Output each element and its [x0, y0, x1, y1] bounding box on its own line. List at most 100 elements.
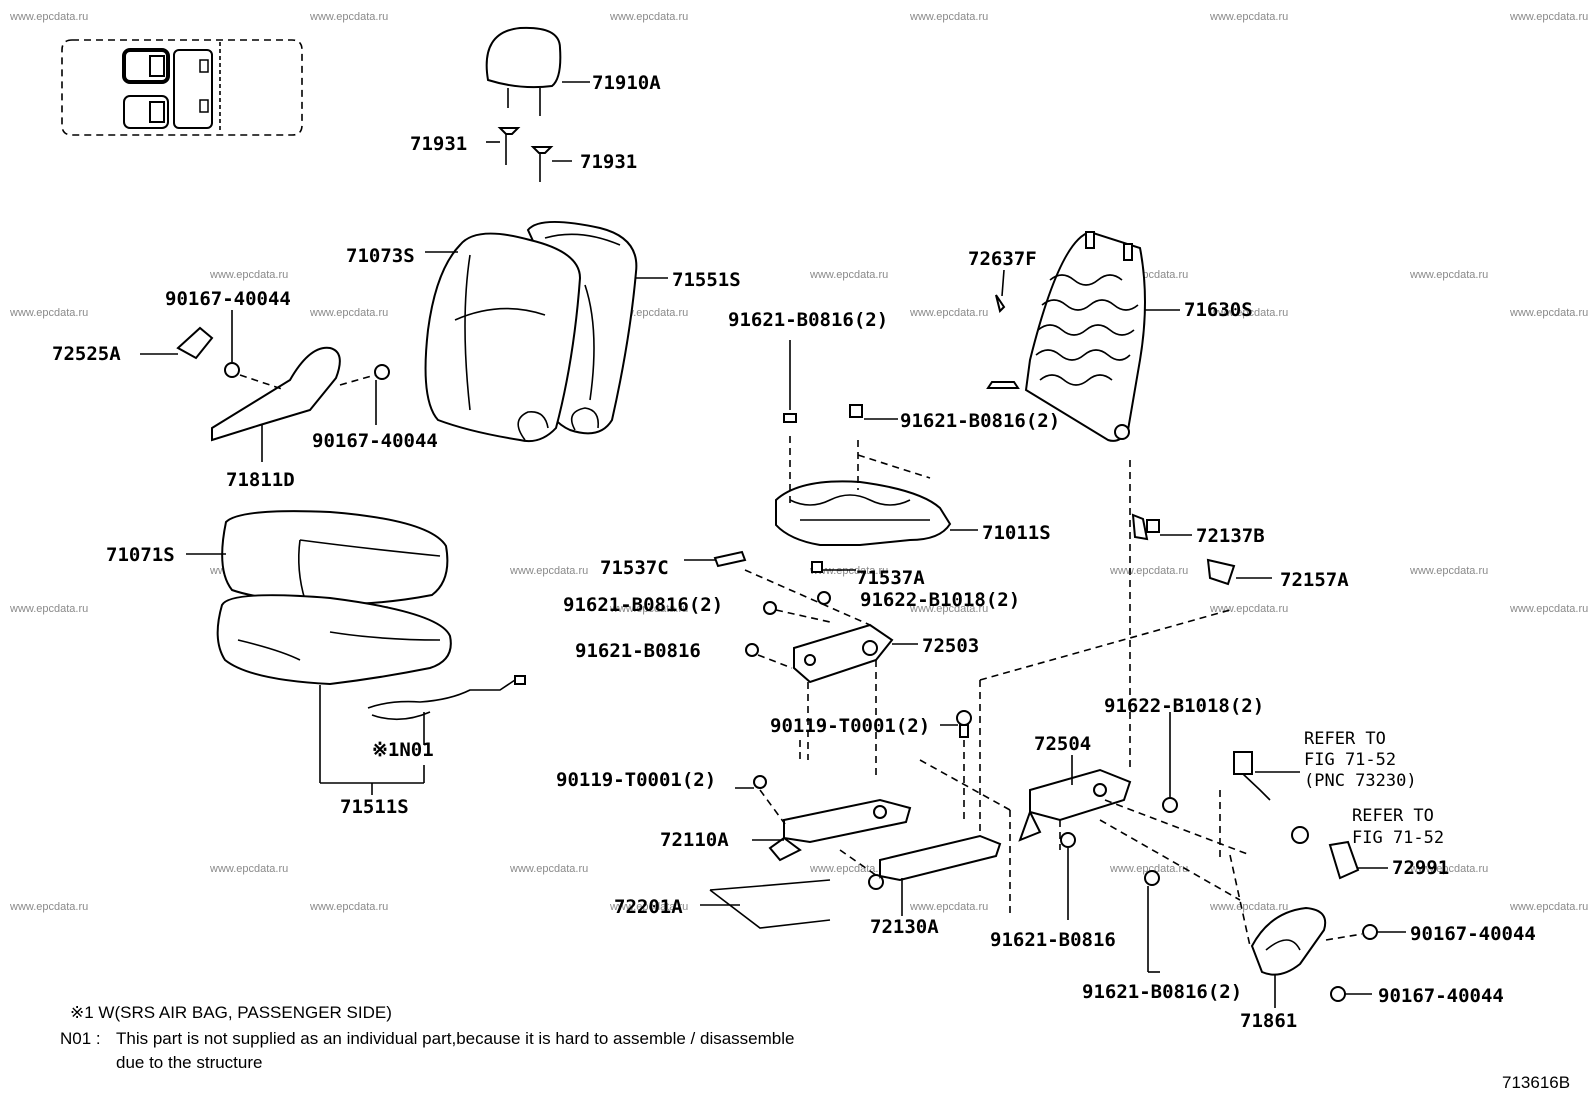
part-label: 91621-B0816(2): [900, 410, 1060, 432]
watermark: www.epcdata.ru: [9, 11, 88, 23]
wire-72201A: [700, 879, 831, 929]
watermark: www.epcdata.ru: [1109, 565, 1188, 577]
part-label: 71537A: [856, 567, 925, 589]
watermark: www.epcdata.ru: [209, 269, 288, 281]
part-label: 72991: [1392, 857, 1449, 879]
watermark: www.epcdata.ru: [809, 269, 888, 281]
part-label: ※1N01: [372, 739, 434, 761]
watermark: www.epcdata.ru: [309, 901, 388, 913]
airbag-harness: [367, 675, 526, 745]
watermark: www.epcdata.ru: [1209, 901, 1288, 913]
part-label: 90167-40044: [1410, 923, 1536, 945]
part-label: 91621-B0816: [575, 640, 701, 662]
watermark: www.epcdata.ru: [1409, 269, 1488, 281]
seatbelt-buckle: [1219, 751, 1388, 880]
footnote-n01-line1: This part is not supplied as an individu…: [116, 1029, 794, 1048]
part-label: 71551S: [672, 269, 741, 291]
watermark: www.epcdata.ru: [909, 901, 988, 913]
watermark: www.epcdata.ru: [509, 565, 588, 577]
part-label: 72637F: [968, 248, 1037, 270]
footnote-n01-key: N01 :: [60, 1029, 101, 1048]
part-label: 72503: [922, 635, 979, 657]
refer-text: FIG 71-52: [1352, 828, 1444, 848]
figure-code: 713616B: [1502, 1073, 1570, 1092]
part-label: 91621-B0816(2): [1082, 981, 1242, 1003]
watermark: www.epcdata.ru: [909, 603, 988, 615]
watermark: www.epcdata.ru: [909, 11, 988, 23]
part-label: 72130A: [870, 916, 939, 938]
watermark: www.epcdata.ru: [809, 863, 888, 875]
watermark: www.epcdata.ru: [1509, 901, 1588, 913]
part-label: 72110A: [660, 829, 729, 851]
watermark: www.epcdata.ru: [1409, 863, 1488, 875]
watermark: www.epcdata.ru: [609, 11, 688, 23]
headrest-assembly: [485, 26, 590, 182]
watermark: www.epcdata.ru: [1109, 863, 1188, 875]
part-label: 71931: [580, 151, 637, 173]
refer-text: (PNC 73230): [1304, 771, 1417, 791]
center-bolts: [799, 460, 1231, 840]
part-label: 90119-T0001(2): [556, 769, 716, 791]
part-label: 90167-40044: [1378, 985, 1504, 1007]
watermark: www.epcdata.ru: [309, 307, 388, 319]
part-label: 91622-B1018(2): [1104, 695, 1264, 717]
refer-text: FIG 71-52: [1304, 750, 1396, 770]
part-label: 72525A: [52, 343, 121, 365]
small-brackets: [684, 513, 1272, 626]
adjuster-72503: [745, 591, 918, 780]
watermark: www.epcdata.ru: [1209, 307, 1288, 319]
part-label: 71071S: [106, 544, 175, 566]
seatback-frame: [986, 230, 1180, 442]
footnotes: ※1 W(SRS AIR BAG, PASSENGER SIDE) N01 : …: [60, 1003, 1570, 1092]
recliner-cover-right: [1229, 854, 1406, 1008]
watermark: www.epcdata.ru: [809, 565, 888, 577]
part-label: 91622-B1018(2): [860, 589, 1020, 611]
part-label: 90167-40044: [165, 288, 291, 310]
part-label: 72201A: [614, 896, 683, 918]
part-label: 91621-B0816: [990, 929, 1116, 951]
watermark: www.epcdata.ru: [209, 863, 288, 875]
part-label: 90167-40044: [312, 430, 438, 452]
part-label: 71537C: [600, 557, 669, 579]
footnote-n01-line2: due to the structure: [116, 1053, 262, 1072]
recliner-cover-left: [140, 310, 390, 462]
part-label: 71931: [410, 133, 467, 155]
part-label: 71861: [1240, 1010, 1297, 1032]
watermark: www.epcdata.ru: [309, 11, 388, 23]
refer-text: REFER TO: [1352, 806, 1434, 826]
watermark: www.epcdata.ru: [609, 603, 688, 615]
part-label: 71910A: [592, 72, 661, 94]
watermark: www.epcdata.ru: [9, 603, 88, 615]
watermark: www.epcdata.ru: [1209, 11, 1288, 23]
watermark: www.epcdata.ru: [909, 307, 988, 319]
seat-tracks: [735, 759, 1011, 916]
watermark: www.epcdata.ru: [9, 307, 88, 319]
highlighted-seat-icon: [122, 48, 170, 84]
seat-cushion-assembly: [186, 510, 452, 795]
part-label: 91621-B0816(2): [728, 309, 888, 331]
part-label: 71073S: [346, 245, 415, 267]
watermark: www.epcdata.ru: [1509, 603, 1588, 615]
watermark: www.epcdata.ru: [1409, 565, 1488, 577]
part-label: 72157A: [1280, 569, 1349, 591]
part-label: 71630S: [1184, 299, 1253, 321]
part-label: 91621-B0816(2): [563, 594, 723, 616]
seatback-cover: [424, 220, 668, 443]
refer-text: REFER TO: [1304, 729, 1386, 749]
part-label: 71011S: [982, 522, 1051, 544]
part-labels: 71910A 71931 71931 71073S 71551S 72637F …: [52, 72, 1536, 1032]
part-label: 71811D: [226, 469, 295, 491]
watermark: www.epcdata.ru: [509, 863, 588, 875]
watermark: www.epcdata.ru: [9, 901, 88, 913]
watermark: www.epcdata.ru: [1209, 603, 1288, 615]
watermark: www.epcdata.ru: [1509, 307, 1588, 319]
part-label: 72137B: [1196, 525, 1265, 547]
seat-cushion-frame: [775, 340, 978, 546]
watermark: www.epcdata.ru: [1509, 11, 1588, 23]
part-label: 71511S: [340, 796, 409, 818]
part-label: 72504: [1034, 733, 1091, 755]
seat-locator-inset: [61, 39, 303, 136]
watermark: www.epcdata.ru: [609, 901, 688, 913]
footnote-srs: ※1 W(SRS AIR BAG, PASSENGER SIDE): [70, 1003, 392, 1022]
